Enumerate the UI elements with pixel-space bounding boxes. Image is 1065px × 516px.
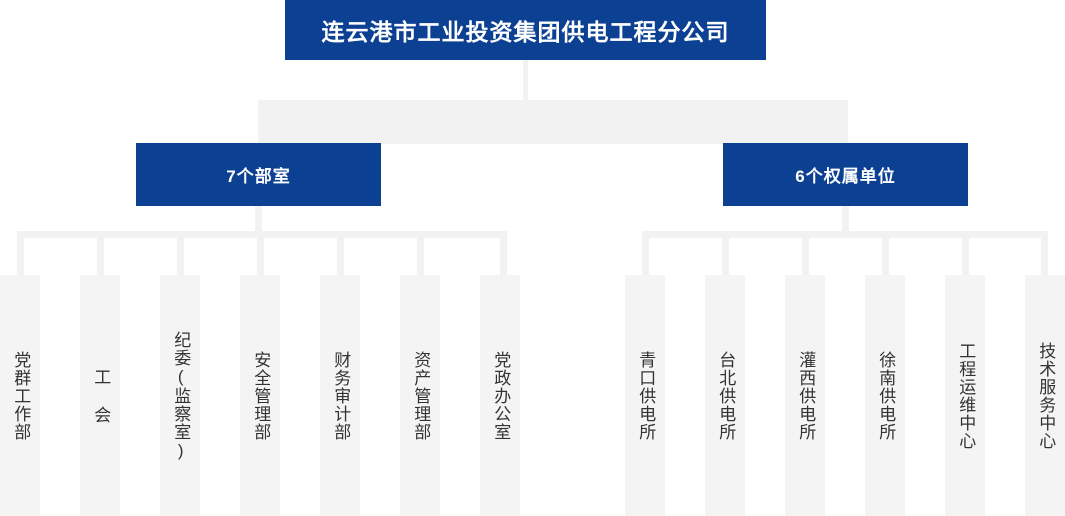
- leaf-node-unit-5[interactable]: 工程运维中心: [945, 275, 985, 516]
- connector-departments-drop-4: [257, 231, 264, 277]
- connector-departments-drop-2: [97, 231, 104, 277]
- leaf-node-unit-6-label: 技术服务中心: [1036, 341, 1056, 450]
- connector-departments-drop-6: [417, 231, 424, 277]
- leaf-node-dept-7[interactable]: 党政办公室: [480, 275, 520, 516]
- connector-root-stem: [523, 60, 528, 102]
- leaf-node-dept-3[interactable]: 纪委(监察室): [160, 275, 200, 516]
- leaf-node-dept-3-label: 纪委(监察室): [171, 330, 191, 461]
- connector-subsidiaries-drop-2: [722, 231, 729, 277]
- connector-subsidiaries-drop-3: [802, 231, 809, 277]
- leaf-node-dept-5[interactable]: 财务审计部: [320, 275, 360, 516]
- group-node-subsidiaries[interactable]: 6个权属单位: [723, 143, 968, 206]
- leaf-node-dept-7-label: 党政办公室: [491, 350, 511, 441]
- connector-subsidiaries-drop-6: [1041, 231, 1048, 277]
- group-node-departments[interactable]: 7个部室: [136, 143, 381, 206]
- connector-departments-drop-7: [500, 231, 507, 277]
- root-node[interactable]: 连云港市工业投资集团供电工程分公司: [285, 0, 766, 60]
- connector-level2-bracket: [258, 100, 848, 144]
- group-node-departments-label: 7个部室: [226, 167, 291, 186]
- leaf-node-dept-2[interactable]: 工 会: [80, 275, 120, 516]
- leaf-node-dept-2-label: 工 会: [91, 367, 111, 424]
- connector-departments-drop-3: [177, 231, 184, 277]
- group-node-subsidiaries-label: 6个权属单位: [795, 167, 896, 186]
- leaf-node-unit-4-label: 徐南供电所: [876, 350, 896, 441]
- leaf-node-unit-2[interactable]: 台北供电所: [705, 275, 745, 516]
- root-node-label: 连云港市工业投资集团供电工程分公司: [321, 19, 730, 45]
- leaf-node-dept-1[interactable]: 党群工作部: [0, 275, 40, 516]
- connector-departments-drop-5: [337, 231, 344, 277]
- connector-departments-stem: [255, 206, 262, 234]
- leaf-node-unit-2-label: 台北供电所: [716, 350, 736, 441]
- connector-subsidiaries-hbar: [642, 231, 1048, 238]
- leaf-node-dept-5-label: 财务审计部: [331, 350, 351, 441]
- leaf-node-dept-4[interactable]: 安全管理部: [240, 275, 280, 516]
- connector-departments-drop-1: [17, 231, 24, 277]
- leaf-node-unit-3[interactable]: 灌西供电所: [785, 275, 825, 516]
- leaf-node-unit-1-label: 青口供电所: [636, 350, 656, 441]
- leaf-node-unit-3-label: 灌西供电所: [796, 350, 816, 441]
- leaf-node-unit-4[interactable]: 徐南供电所: [865, 275, 905, 516]
- leaf-node-dept-6[interactable]: 资产管理部: [400, 275, 440, 516]
- connector-subsidiaries-drop-1: [642, 231, 649, 277]
- leaf-node-unit-6[interactable]: 技术服务中心: [1025, 275, 1065, 516]
- leaf-node-dept-1-label: 党群工作部: [11, 350, 31, 441]
- leaf-node-dept-4-label: 安全管理部: [251, 350, 271, 441]
- connector-subsidiaries-drop-5: [962, 231, 969, 277]
- connector-subsidiaries-drop-4: [882, 231, 889, 277]
- leaf-node-unit-5-label: 工程运维中心: [956, 341, 976, 450]
- connector-subsidiaries-stem: [842, 206, 849, 234]
- leaf-node-dept-6-label: 资产管理部: [411, 350, 431, 441]
- leaf-node-unit-1[interactable]: 青口供电所: [625, 275, 665, 516]
